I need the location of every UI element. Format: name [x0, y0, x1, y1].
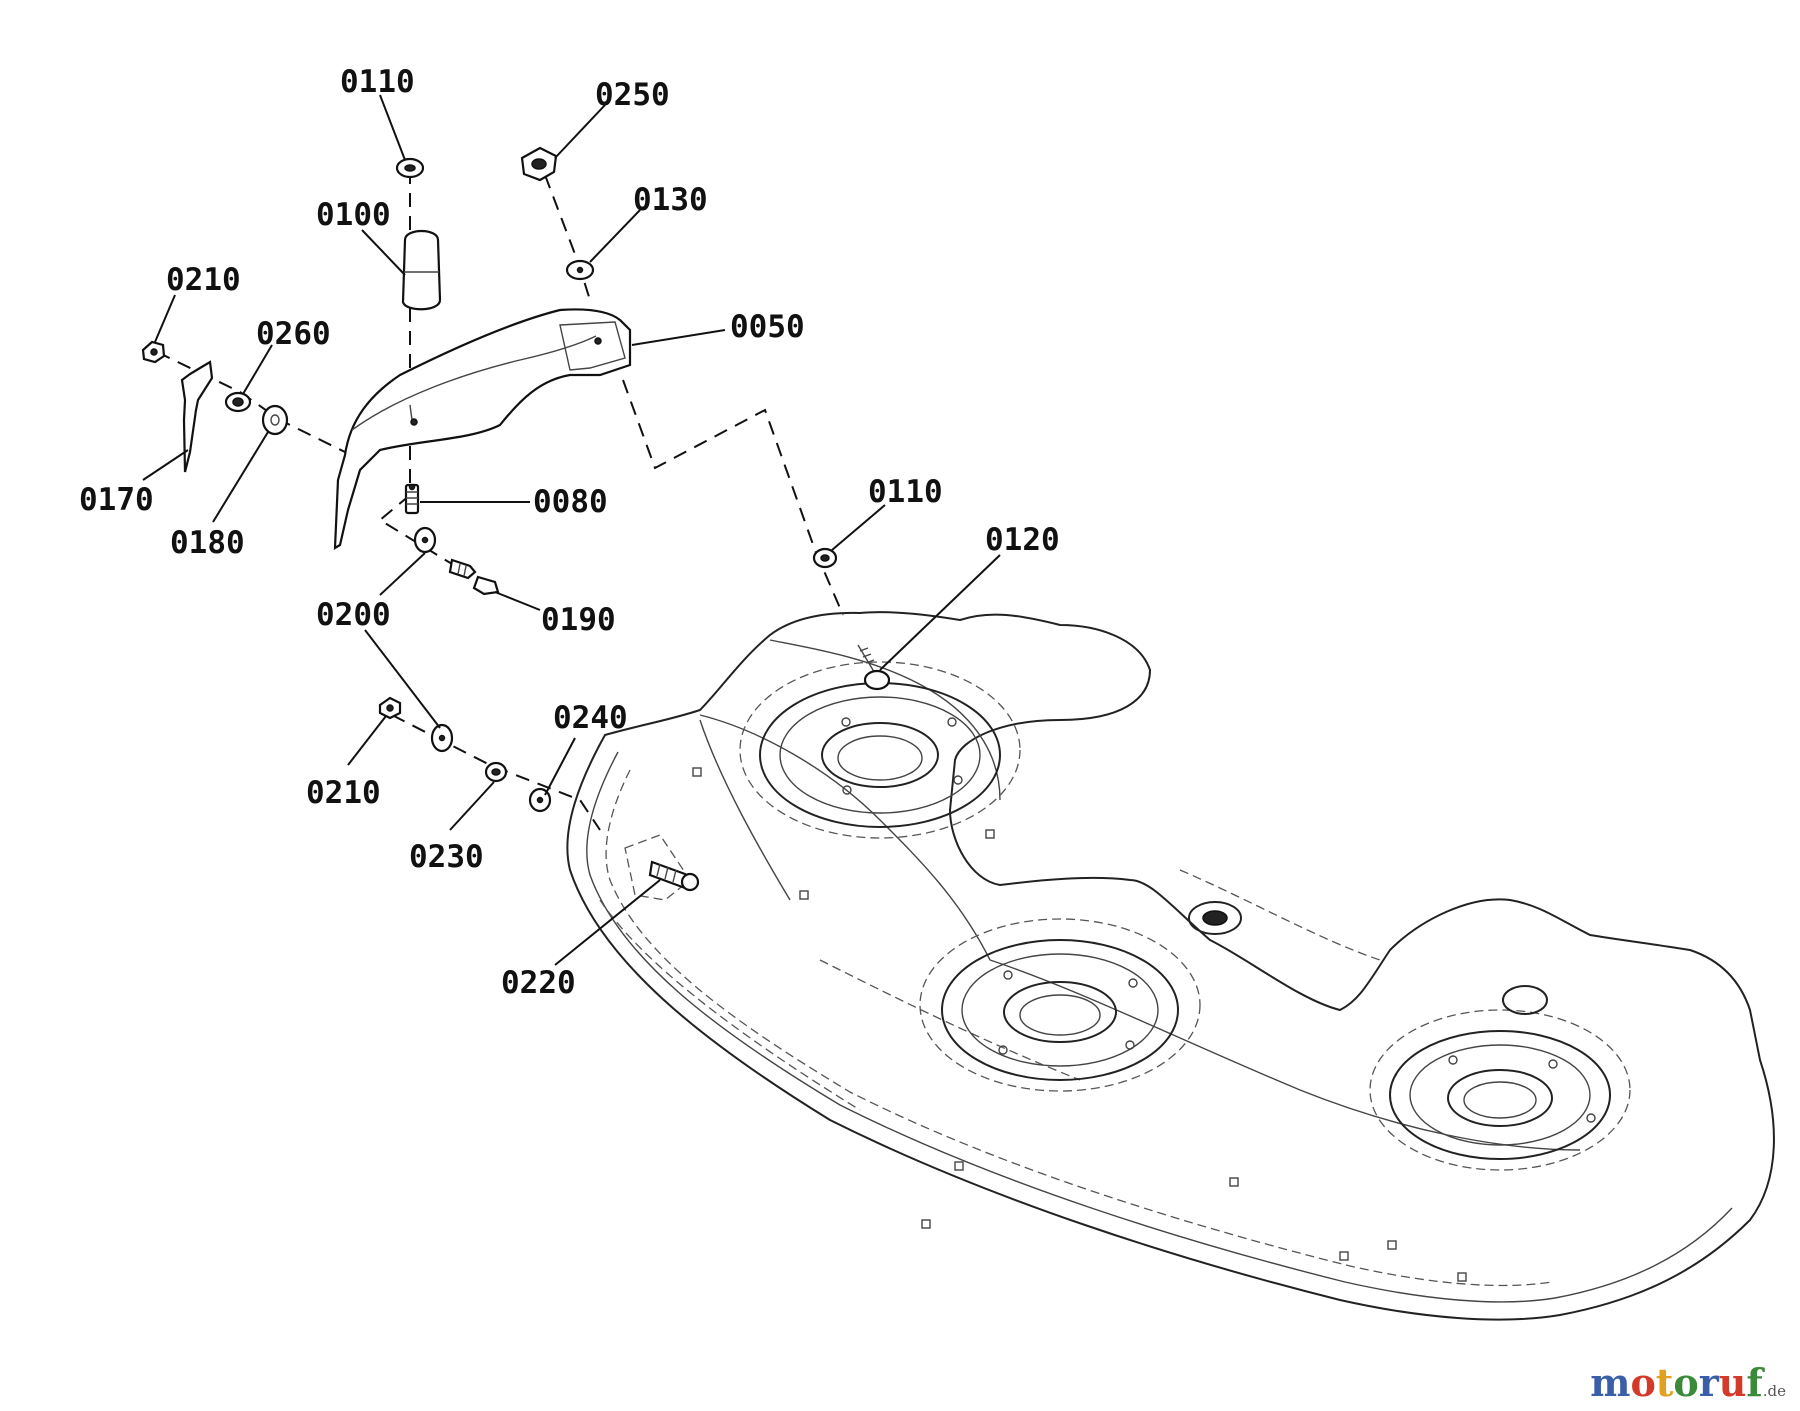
spindle-well-center [919, 918, 1201, 1092]
mounting-holes [692, 717, 1596, 1282]
watermark-letter: r [1698, 1360, 1719, 1405]
watermark-letter: o [1630, 1360, 1656, 1405]
part-labels: 0110 0250 0130 0100 0050 0210 0260 0170 … [79, 64, 1060, 1001]
assembly-lines [156, 170, 844, 831]
watermark-letter: m [1590, 1360, 1631, 1405]
label-0250: 0250 [595, 77, 670, 113]
mower-deck [566, 611, 1775, 1321]
part-0100-sleeve [401, 229, 442, 311]
leader-lines [142, 94, 1001, 966]
part-0260-lock-washer [224, 391, 252, 413]
label-0110-mid: 0110 [868, 474, 943, 510]
part-0210-nut-top [141, 340, 166, 364]
label-0210-top: 0210 [166, 262, 241, 298]
part-0120-carriage-bolt [857, 644, 891, 691]
part-0170-bracket [180, 360, 214, 473]
watermark-letter: u [1718, 1360, 1747, 1405]
label-0180: 0180 [170, 525, 245, 561]
label-0240: 0240 [553, 700, 628, 736]
label-0130: 0130 [633, 182, 708, 218]
watermark-letter: o [1673, 1360, 1699, 1405]
spindle-well-right [1369, 1009, 1631, 1171]
part-0180-washer [261, 404, 289, 436]
part-0250-knob [520, 146, 558, 182]
label-0190: 0190 [541, 602, 616, 638]
discharge-opening [624, 834, 691, 901]
label-0220: 0220 [501, 965, 576, 1001]
label-0050: 0050 [730, 309, 805, 345]
label-0200: 0200 [316, 597, 391, 633]
watermark-logo: motoruf.de [1590, 1360, 1786, 1405]
label-0210-bottom: 0210 [306, 775, 381, 811]
part-0200-washer-top [413, 526, 437, 554]
idler-mount [1188, 901, 1548, 1015]
label-0110-top: 0110 [340, 64, 415, 100]
label-0230: 0230 [409, 839, 484, 875]
part-0080-bolt [404, 483, 420, 515]
part-0200-washer-bottom [430, 723, 454, 753]
part-0210-nut-bottom [378, 696, 402, 720]
watermark-tld: .de [1762, 1382, 1786, 1400]
label-0260: 0260 [256, 316, 331, 352]
label-0120: 0120 [985, 522, 1060, 558]
label-0170: 0170 [79, 482, 154, 518]
part-0230-nut [484, 761, 508, 783]
label-0100: 0100 [316, 197, 391, 233]
watermark-letter: f [1746, 1360, 1763, 1405]
part-0190-bolt [448, 558, 500, 596]
part-0220-bolt [648, 860, 700, 892]
part-0050-discharge-chute [333, 308, 632, 550]
watermark-text: motoruf [1590, 1360, 1763, 1405]
label-0080: 0080 [533, 484, 608, 520]
part-0130-washer [565, 259, 595, 281]
part-0110-nut-mid [812, 547, 838, 569]
part-0110-nut-top [395, 157, 425, 179]
watermark-letter: t [1655, 1360, 1674, 1405]
